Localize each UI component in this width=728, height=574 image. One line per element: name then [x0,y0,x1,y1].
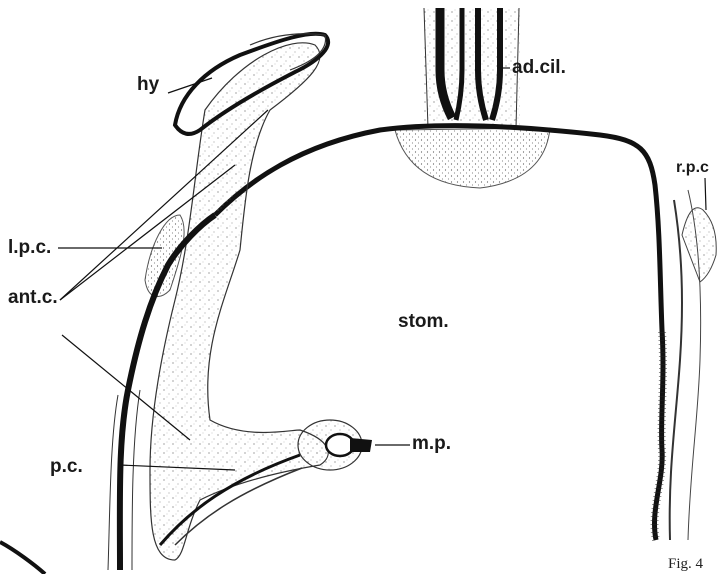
label-hy: hy [137,75,159,94]
label-ad-cil: ad.cil. [512,58,566,77]
label-p-c: p.c. [50,457,83,476]
label-l-p-c: l.p.c. [8,238,51,257]
label-m-p: m.p. [412,434,451,453]
adoral-ciliary-tube [395,8,550,188]
figure-caption: Fig. 4 [668,556,703,573]
label-r-p-c: r.p.c [676,160,709,176]
stomach [215,126,716,540]
label-ant-c: ant.c. [8,288,58,307]
label-stom: stom. [398,312,449,331]
